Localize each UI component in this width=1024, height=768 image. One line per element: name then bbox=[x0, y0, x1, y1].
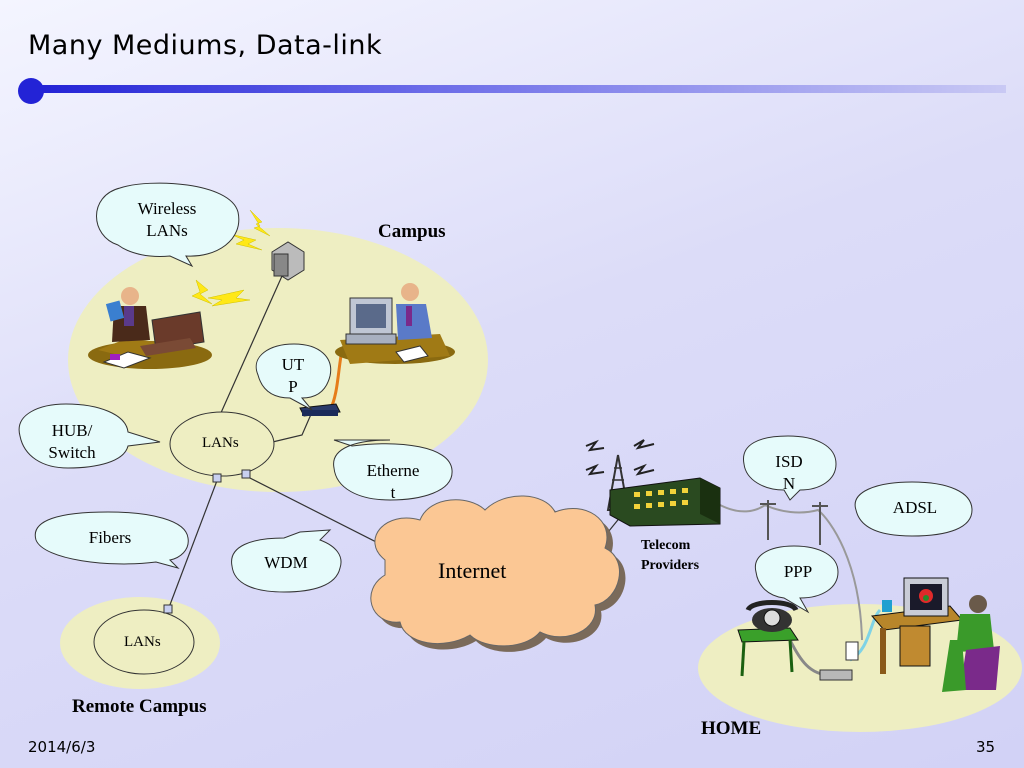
wall-socket-icon bbox=[845, 641, 859, 661]
desktop-user-icon bbox=[335, 283, 455, 364]
slide-date: 2014/6/3 bbox=[28, 738, 96, 756]
isdn-callout-shape bbox=[743, 435, 837, 501]
wireless-access-point-icon bbox=[271, 241, 305, 281]
internet-label: Internet bbox=[438, 558, 507, 583]
ethernet-callout-line2: t bbox=[390, 483, 396, 502]
lans-campus-node bbox=[169, 411, 275, 477]
ppp-callout: PPP bbox=[783, 562, 813, 581]
rule-bar bbox=[38, 85, 1006, 93]
wireless-lans-callout: Wireless LANs bbox=[124, 198, 210, 242]
telecom-label-line2: Providers bbox=[641, 558, 700, 573]
campus-label: Campus bbox=[378, 221, 446, 242]
wdm-callout-shape bbox=[231, 529, 342, 593]
adsl-callout-shape bbox=[854, 481, 973, 537]
slide-title: Many Mediums, Data-link bbox=[28, 30, 383, 61]
wdm-callout: WDM bbox=[264, 553, 308, 572]
laptop-user-icon bbox=[88, 287, 212, 369]
ethernet-callout-line1: Etherne bbox=[366, 461, 420, 480]
wireless-callout-shape bbox=[96, 182, 240, 268]
hub-callout-line1: HUB/ bbox=[51, 421, 93, 440]
wireless-callout-line2: LANs bbox=[146, 221, 188, 240]
remote-campus-label: Remote Campus bbox=[72, 696, 207, 717]
modem-icon bbox=[819, 669, 853, 681]
telecom-providers-label: Telecom Providers bbox=[641, 536, 699, 576]
ethernet-callout: Etherne t bbox=[350, 460, 436, 504]
hub-switch-callout: HUB/ Switch bbox=[30, 420, 114, 464]
ppp-callout-shape bbox=[754, 545, 839, 614]
telephone-icon bbox=[737, 600, 799, 677]
isdn-callout-line1: ISD bbox=[775, 452, 803, 471]
title-rule bbox=[18, 78, 1008, 104]
isdn-callout: ISD N bbox=[760, 451, 818, 495]
utp-callout-line2: P bbox=[288, 377, 298, 396]
hub-callout-shape bbox=[18, 403, 161, 469]
wireless-callout-line1: Wireless bbox=[137, 199, 197, 218]
fibers-callout: Fibers bbox=[88, 528, 132, 547]
adsl-callout: ADSL bbox=[892, 498, 938, 517]
hub-callout-line2: Switch bbox=[48, 443, 96, 462]
slide-page-number: 35 bbox=[976, 738, 996, 756]
utp-callout: UT P bbox=[270, 354, 316, 398]
isdn-callout-line2: N bbox=[782, 474, 796, 493]
home-label: HOME bbox=[701, 718, 762, 739]
lans-remote-label: LANs bbox=[124, 634, 161, 650]
utp-callout-shape bbox=[255, 343, 332, 411]
lans-remote-node bbox=[93, 609, 195, 675]
home-computer-user-icon bbox=[871, 577, 1000, 692]
telecom-label-line1: Telecom bbox=[641, 538, 691, 553]
telecom-building-icon bbox=[585, 439, 721, 527]
lans-campus-label: LANs bbox=[202, 435, 239, 451]
internet-cloud bbox=[370, 495, 626, 652]
telephone-pole-icon bbox=[760, 500, 828, 545]
ethernet-callout-shape bbox=[333, 439, 453, 501]
fibers-callout-shape bbox=[34, 511, 189, 569]
utp-callout-line1: UT bbox=[281, 355, 305, 374]
wireless-signal-icon bbox=[191, 209, 271, 307]
